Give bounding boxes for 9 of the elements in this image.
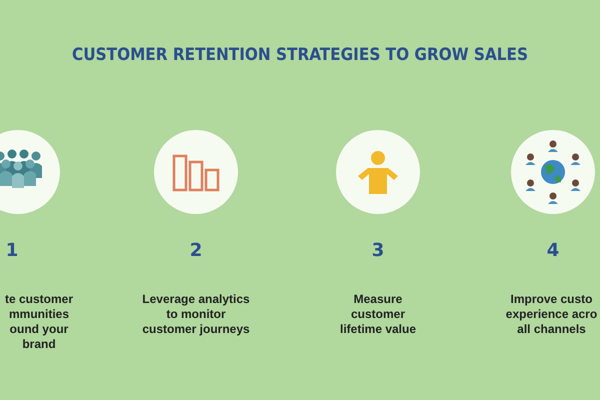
step-description: Measure customer lifetime value <box>338 292 418 337</box>
step-number: 1 <box>4 240 20 261</box>
step-number: 3 <box>370 240 386 261</box>
step-number: 4 <box>546 240 560 261</box>
title: CUSTOMER RETENTION STRATEGIES TO GROW SALES <box>70 45 529 65</box>
step-description: Leverage analytics to monitor customer journeys <box>141 292 251 337</box>
step-description: te customer mmunities ound your brand <box>4 292 74 352</box>
step-description: Improve custo experience acro all channels <box>504 292 598 337</box>
step-number: 2 <box>188 240 204 261</box>
